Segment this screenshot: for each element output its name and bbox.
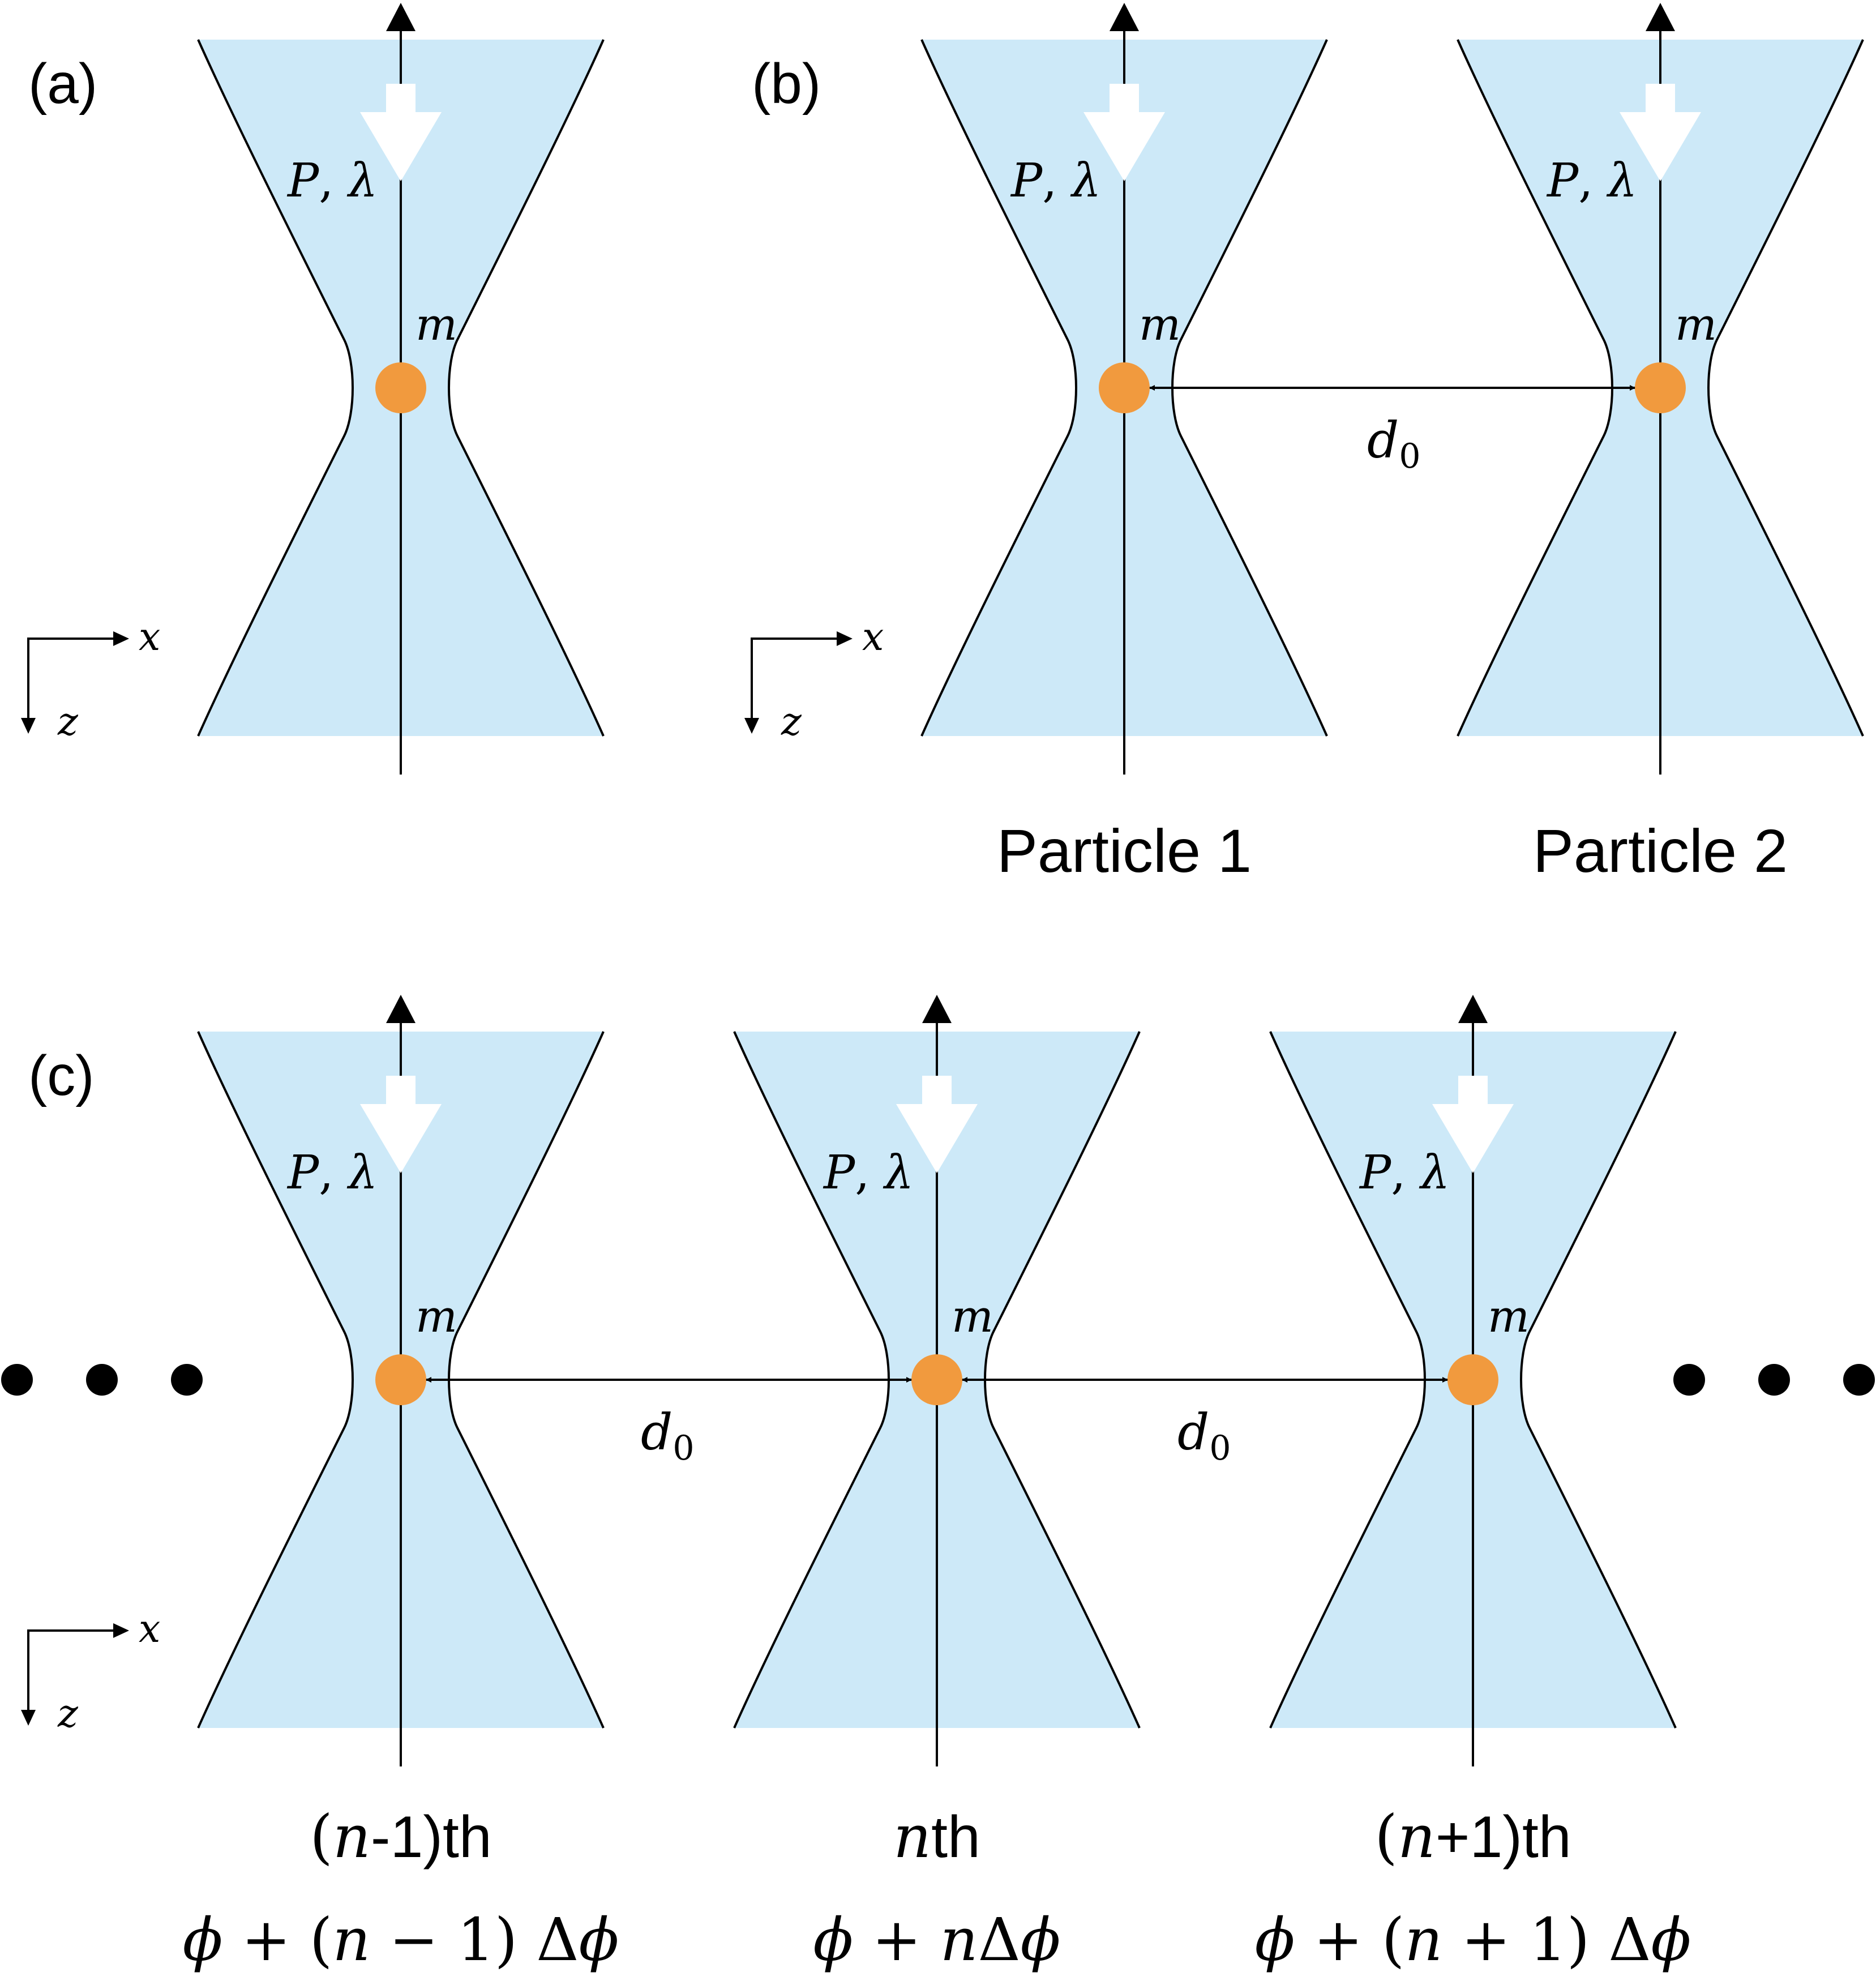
phase-label-mid: ϕ + nΔϕ (813, 1905, 1060, 1974)
mass-label: m (416, 1291, 457, 1342)
tweezer-beam-c-mid: P, λ m (733, 994, 1141, 1768)
index-label-left: (n-1)th (310, 1802, 491, 1871)
panel-label-a: (a) (28, 52, 97, 115)
index-label-right: (n+1)th (1374, 1802, 1571, 1871)
x-axis-label: x (862, 615, 884, 660)
panel-b: (b) P, λ m P, λ m d0 Particle 1 Particle… (743, 2, 1864, 885)
power-wavelength-label: P, λ (1359, 1146, 1450, 1200)
distance-label-c-right: d0 (1177, 1403, 1231, 1468)
panel-label-c: (c) (28, 1044, 95, 1107)
panel-c: (c) P, λ m P, λ m P, λ m d0 d0 (1, 994, 1875, 1974)
power-wavelength-label: P, λ (286, 154, 378, 208)
z-axis-label: z (781, 700, 802, 745)
z-axis-label: z (57, 700, 79, 745)
distance-label-c-left: d0 (641, 1403, 695, 1468)
z-axis-label: z (57, 1692, 79, 1736)
tweezer-beam-b1: P, λ m (920, 2, 1328, 776)
mass-label: m (416, 300, 457, 350)
tweezer-beam-a: P, λ m (197, 2, 605, 776)
panel-label-b: (b) (752, 52, 821, 115)
particle-1-label: Particle 1 (997, 816, 1252, 885)
power-wavelength-label: P, λ (286, 1146, 378, 1200)
phase-label-left: ϕ + (n − 1) Δϕ (183, 1905, 619, 1974)
x-axis-label: x (139, 615, 160, 660)
mass-label: m (1488, 1291, 1530, 1342)
mass-label: m (952, 1291, 993, 1342)
coordinate-axes-a: x z (20, 615, 160, 745)
coordinate-axes-c: x z (20, 1607, 160, 1736)
power-wavelength-label: P, λ (1546, 154, 1637, 208)
mass-label: m (1675, 300, 1717, 350)
x-axis-label: x (139, 1607, 160, 1652)
phase-label-right: ϕ + (n + 1) Δϕ (1255, 1905, 1691, 1974)
ellipsis-dots-right (1673, 1364, 1875, 1396)
distance-label-b: d0 (1367, 411, 1421, 476)
panel-a: (a) P, λ m x z (20, 2, 605, 776)
power-wavelength-label: P, λ (823, 1146, 914, 1200)
tweezer-beam-c-right: P, λ m (1269, 994, 1677, 1768)
tweezer-beam-b2: P, λ m (1457, 2, 1864, 776)
index-label-mid: nth (893, 1802, 980, 1871)
mass-label: m (1139, 300, 1181, 350)
particle-2-label: Particle 2 (1533, 816, 1788, 885)
coordinate-axes-b: x z (743, 615, 884, 745)
tweezer-beam-c-left: P, λ m (197, 994, 605, 1768)
power-wavelength-label: P, λ (1010, 154, 1101, 208)
ellipsis-dots-left (1, 1364, 203, 1396)
